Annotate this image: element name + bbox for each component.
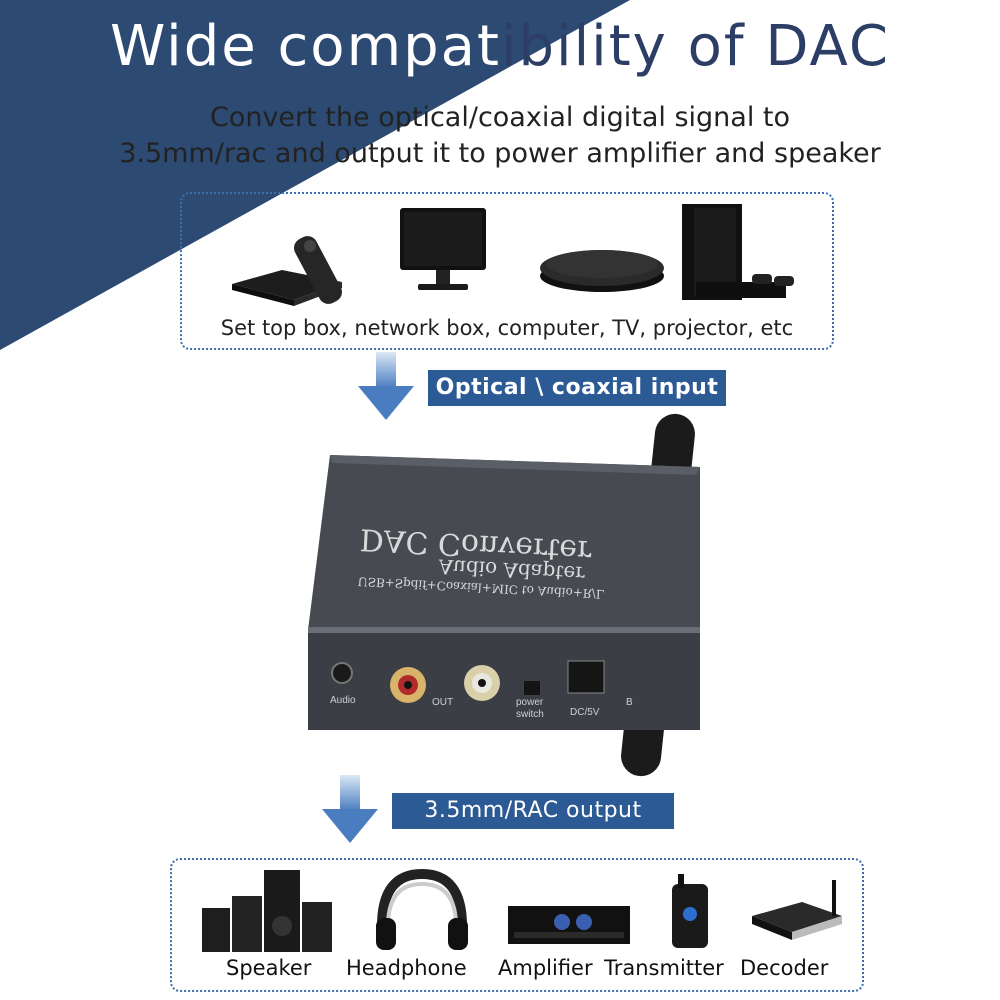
down-arrow-icon — [358, 352, 414, 420]
subtitle-line-2: 3.5mm/rac and output it to power amplifi… — [119, 138, 881, 169]
dac-device-image: DAC Converter Audio Adapter USB+Spdif+Co… — [308, 413, 700, 777]
power-switch — [524, 681, 540, 695]
optical-port — [567, 660, 605, 694]
output-label-transmitter: Transmitter — [604, 956, 724, 980]
transmitter-icon — [672, 874, 708, 948]
output-label-amplifier: Amplifier — [498, 956, 593, 980]
set-top-box-icon — [232, 236, 342, 306]
decoder-icon — [752, 880, 842, 940]
monitor-icon — [400, 208, 486, 290]
source-devices-icons — [232, 204, 794, 306]
output-label-decoder: Decoder — [740, 956, 829, 980]
port-label-dc: DC/5V — [570, 707, 600, 718]
output-devices-panel — [170, 858, 864, 992]
network-box-icon — [540, 250, 664, 292]
output-devices-icons — [202, 868, 842, 952]
port-label-switch: switch — [516, 709, 544, 720]
page-title: Wide compatibility of DAC — [110, 14, 890, 79]
down-arrow-icon — [322, 775, 378, 843]
port-label-power: power — [516, 697, 544, 708]
output-label-headphone: Headphone — [346, 956, 467, 980]
port-label-audio: Audio — [330, 695, 356, 706]
output-badge: 3.5mm/RAC output — [392, 793, 674, 829]
audio-jack — [331, 662, 353, 684]
headphone-icon — [376, 868, 468, 950]
game-console-icon — [682, 204, 794, 300]
source-caption: Set top box, network box, computer, TV, … — [220, 316, 794, 340]
port-label-out: OUT — [432, 697, 453, 708]
output-label-speaker: Speaker — [226, 956, 312, 980]
port-label-b: B — [626, 697, 633, 708]
page-subtitle: Convert the optical/coaxial digital sign… — [0, 100, 1000, 172]
source-devices-panel: Set top box, network box, computer, TV, … — [180, 192, 834, 350]
speaker-icon — [202, 870, 332, 952]
amplifier-icon — [508, 906, 630, 944]
input-badge: Optical \ coaxial input — [428, 370, 726, 406]
subtitle-line-1: Convert the optical/coaxial digital sign… — [209, 102, 791, 133]
